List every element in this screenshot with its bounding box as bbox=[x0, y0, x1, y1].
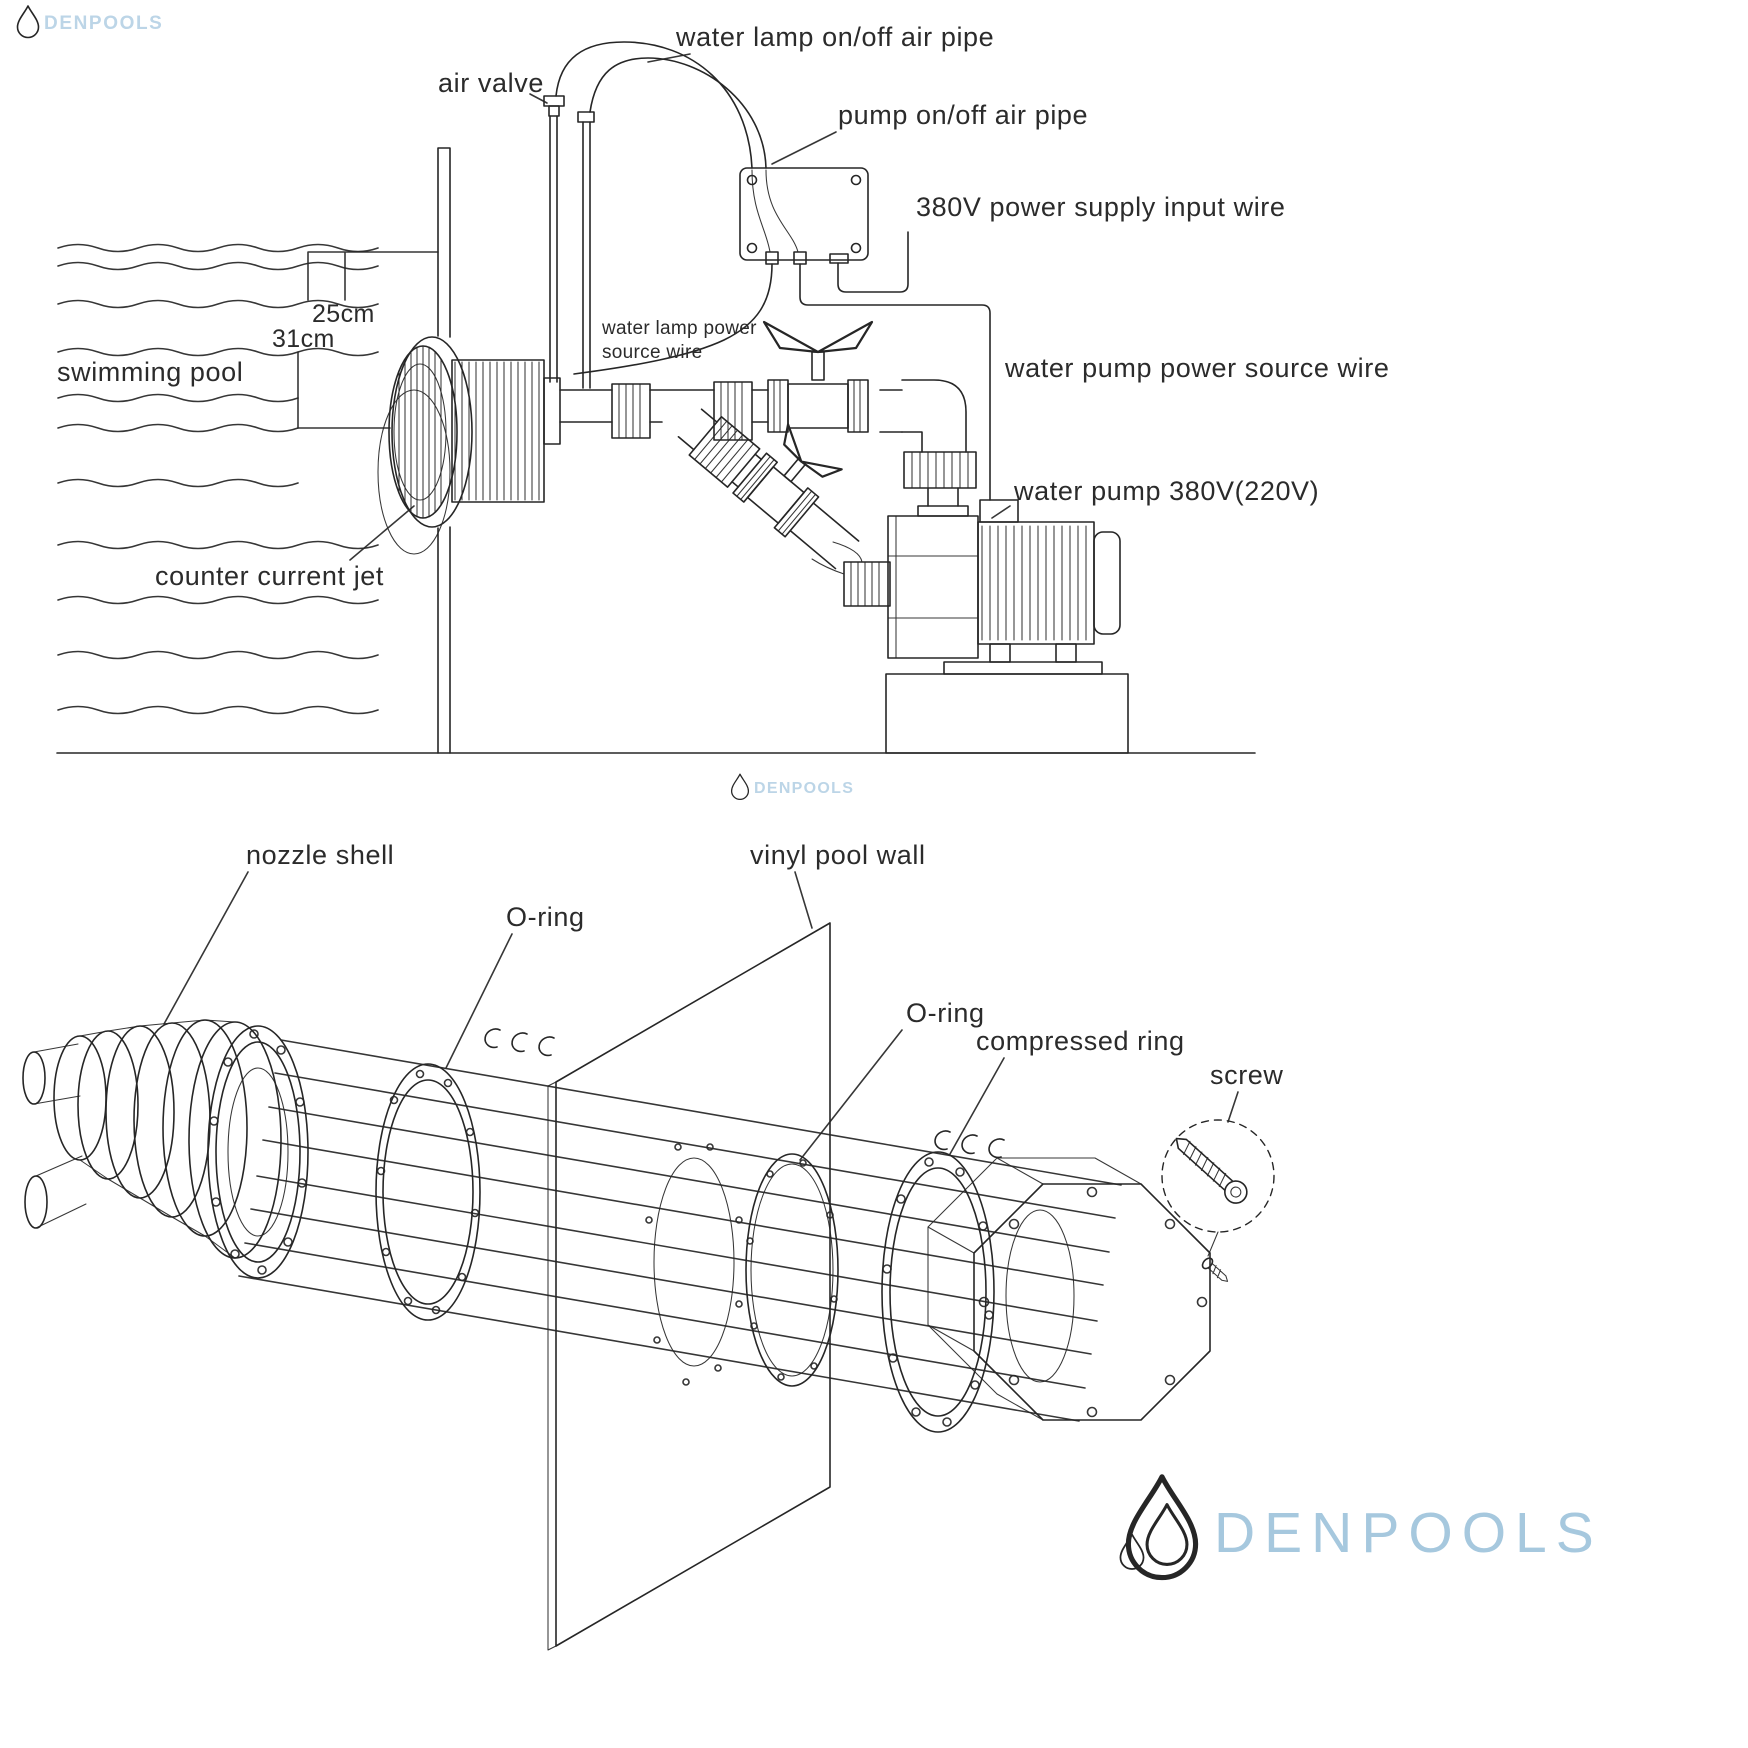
label-compressed-ring: compressed ring bbox=[976, 1026, 1185, 1056]
motor-ribs bbox=[981, 525, 1087, 641]
leader-lines-top bbox=[349, 53, 1011, 561]
screw-detail bbox=[1161, 1119, 1275, 1282]
label-power-input: 380V power supply input wire bbox=[916, 192, 1286, 222]
dim-31cm: 31cm bbox=[272, 325, 335, 353]
water-pump bbox=[885, 499, 1129, 754]
drop-icon bbox=[16, 5, 40, 39]
alignment-lines bbox=[238, 1039, 1122, 1422]
nozzle-shell-holes bbox=[209, 1029, 307, 1275]
counter-current-jet bbox=[377, 336, 561, 555]
ball-valve-main bbox=[762, 320, 874, 433]
main-pipe bbox=[559, 381, 903, 441]
dimension-lines bbox=[297, 251, 439, 429]
leader-lines-bottom bbox=[163, 871, 1239, 1161]
octagon-holes bbox=[978, 1186, 1208, 1418]
label-o-ring-front: O-ring bbox=[506, 902, 585, 932]
octagon-housing bbox=[927, 1157, 1211, 1421]
power-input-wire bbox=[837, 231, 909, 293]
compressed-ring-holes bbox=[882, 1157, 994, 1427]
clips-rear bbox=[934, 1130, 1005, 1159]
svg-text:DENPOOLS: DENPOOLS bbox=[44, 13, 163, 34]
label-nozzle-shell: nozzle shell bbox=[246, 840, 394, 870]
installation-diagram: 25cm 31cm bbox=[56, 22, 1389, 754]
lamp-power-wire bbox=[573, 263, 773, 375]
exploded-diagram: nozzle shell O-ring vinyl pool wall O-ri… bbox=[22, 840, 1284, 1651]
label-water-lamp-air-pipe: water lamp on/off air pipe bbox=[675, 22, 994, 52]
clips-front bbox=[484, 1028, 555, 1057]
o-ring-rear-holes bbox=[746, 1159, 838, 1381]
water-waves bbox=[57, 243, 379, 715]
label-water-pump: water pump 380V(220V) bbox=[1013, 476, 1319, 506]
label-o-ring-rear: O-ring bbox=[906, 998, 985, 1028]
o-ring-front-holes bbox=[376, 1069, 480, 1315]
small-screw bbox=[1201, 1257, 1229, 1282]
label-lamp-power-2: source wire bbox=[602, 342, 702, 363]
label-swimming-pool: swimming pool bbox=[57, 357, 243, 387]
vinyl-pool-wall bbox=[547, 922, 831, 1651]
label-screw: screw bbox=[1210, 1060, 1284, 1090]
elbow-to-pump bbox=[901, 379, 977, 517]
label-air-valve: air valve bbox=[438, 68, 544, 98]
o-ring-front bbox=[375, 1063, 481, 1321]
o-ring-rear bbox=[745, 1153, 839, 1387]
svg-text:DENPOOLS: DENPOOLS bbox=[1214, 1501, 1603, 1565]
label-counter-current-jet: counter current jet bbox=[155, 561, 384, 591]
valve-handle bbox=[762, 320, 874, 354]
pump-power-wire bbox=[799, 263, 991, 501]
watermark-top-left: DENPOOLS bbox=[16, 5, 163, 39]
label-vinyl-pool-wall: vinyl pool wall bbox=[750, 840, 926, 870]
wires bbox=[573, 231, 991, 501]
jet-grille bbox=[398, 345, 442, 519]
suction-elbow-union bbox=[811, 541, 891, 607]
dim-25cm: 25cm bbox=[312, 300, 375, 328]
svg-text:DENPOOLS: DENPOOLS bbox=[754, 780, 854, 797]
jet-body-ribs bbox=[454, 361, 540, 501]
air-hoses bbox=[555, 41, 799, 253]
label-pump-air-pipe: pump on/off air pipe bbox=[838, 100, 1088, 130]
denpools-logo: DENPOOLS bbox=[1119, 1477, 1603, 1578]
watermark-center: DENPOOLS bbox=[730, 773, 854, 801]
drop-icon-inner bbox=[1145, 1503, 1189, 1566]
label-pump-power: water pump power source wire bbox=[1004, 353, 1389, 383]
label-lamp-power-1: water lamp power bbox=[601, 318, 757, 339]
branch-valve-handle bbox=[783, 423, 843, 478]
nozzle-shell bbox=[22, 1019, 309, 1279]
pump-pedestal bbox=[885, 673, 1129, 754]
wall-hole-screw-holes bbox=[645, 1143, 743, 1386]
compressed-ring bbox=[881, 1151, 995, 1433]
air-valve-cap bbox=[543, 95, 565, 107]
suction-branch bbox=[677, 408, 860, 570]
drop-icon bbox=[730, 773, 750, 801]
air-pipes bbox=[543, 95, 595, 389]
